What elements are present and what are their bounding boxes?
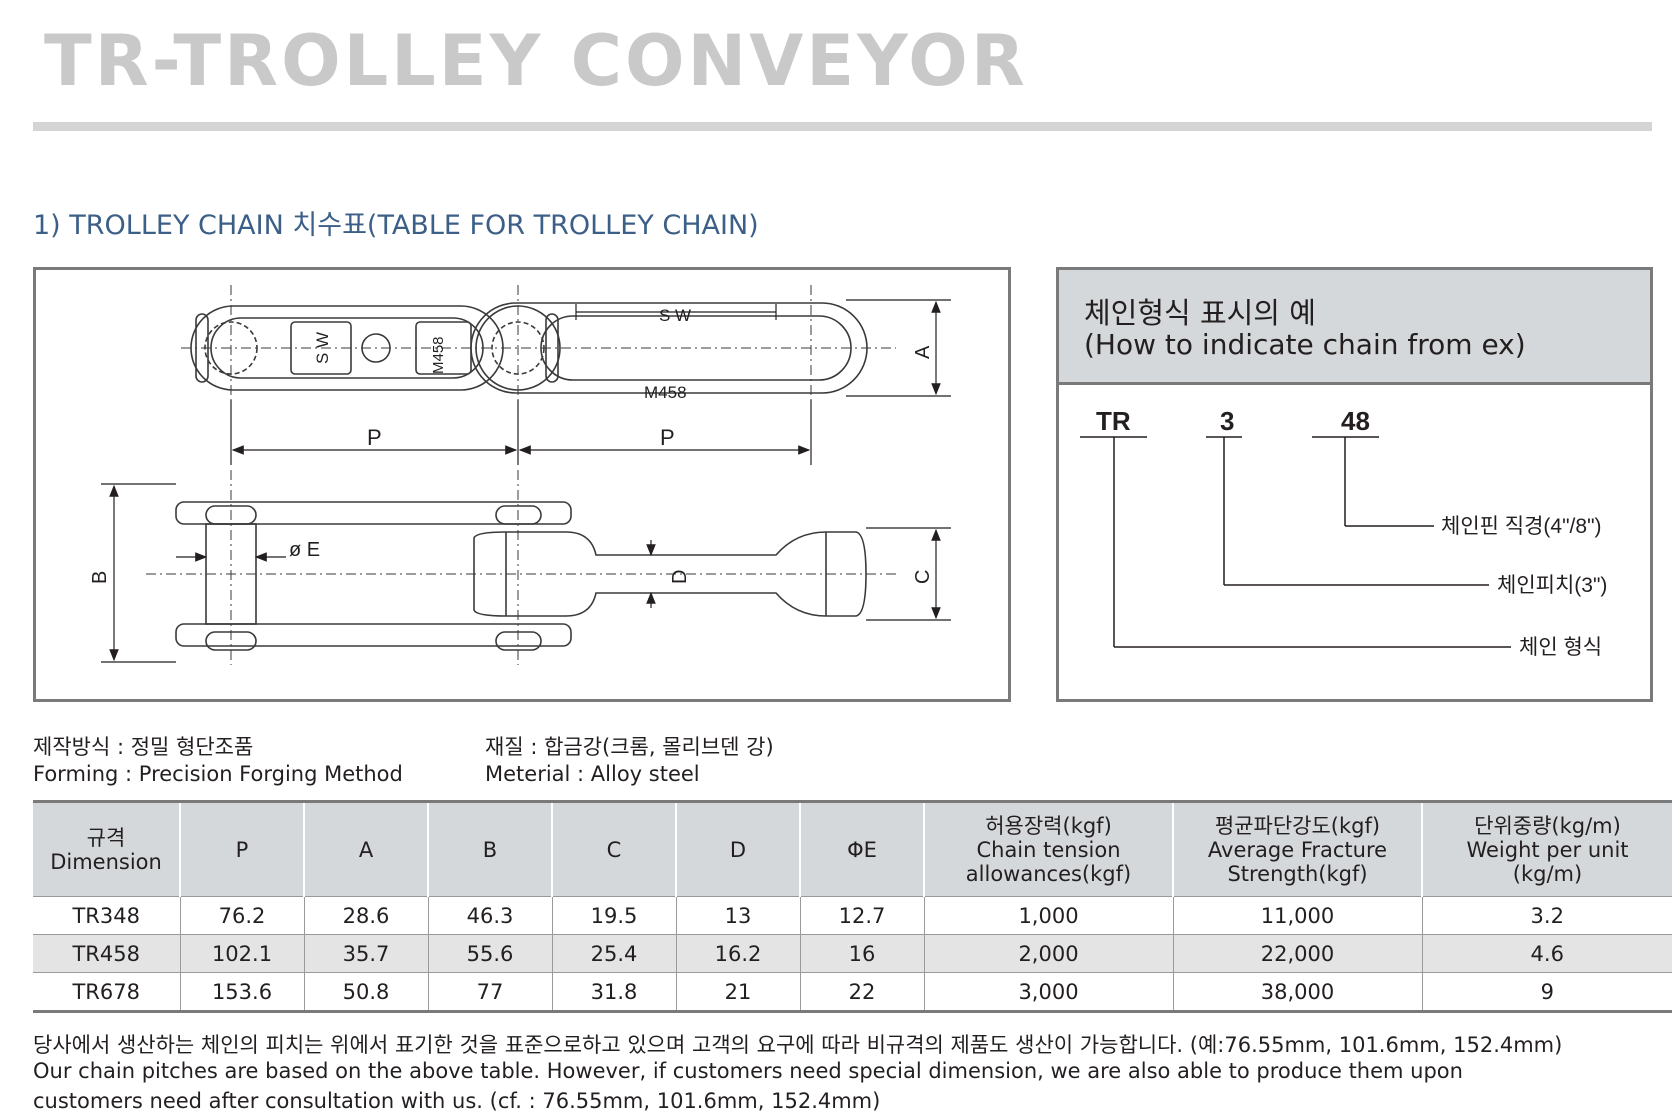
- column-header: A: [303, 801, 428, 897]
- note-line-ko: 당사에서 생산하는 체인의 피치는 위에서 표기한 것을 표준으로하고 있으며 …: [33, 1033, 1563, 1057]
- table-cell: 3,000: [923, 972, 1173, 1012]
- column-header: 단위중량(kg/m)Weight per unit(kg/m): [1421, 801, 1672, 897]
- column-header-line: 규격: [86, 825, 126, 850]
- column-header-line: D: [729, 837, 747, 862]
- table-cell: 19.5: [551, 896, 676, 935]
- column-header-line: ΦE: [847, 837, 877, 862]
- column-header-line: Dimension: [50, 849, 162, 874]
- column-header-line: Weight per unit: [1466, 837, 1629, 862]
- label-p1: P: [367, 425, 382, 450]
- note-line-en-2: customers need after consultation with u…: [33, 1089, 881, 1113]
- note-line-en-1: Our chain pitches are based on the above…: [33, 1059, 1463, 1083]
- chain-drawing: S W M458 S W M458 A P P B ø E D C: [89, 285, 951, 665]
- table-cell: 46.3: [427, 896, 552, 935]
- desc-type: 체인 형식: [1519, 636, 1602, 659]
- table-cell: 1,000: [923, 896, 1173, 935]
- table-cell: 25.4: [551, 934, 676, 973]
- column-header: C: [551, 801, 676, 897]
- label-d: D: [669, 570, 691, 584]
- title-divider: [33, 122, 1652, 131]
- column-header: ΦE: [799, 801, 924, 897]
- column-header-line: Average Fracture: [1207, 837, 1388, 862]
- column-header-line: (kg/m): [1512, 861, 1583, 886]
- label-sw-left: S W: [313, 332, 332, 364]
- table-cell: 22,000: [1172, 934, 1422, 973]
- table-cell: 77: [427, 972, 552, 1012]
- table-cell-dimension: TR678: [72, 979, 140, 1004]
- material-ko: 재질 : 합금강(크롬, 몰리브덴 강): [485, 735, 774, 759]
- column-header-line: A: [358, 837, 374, 862]
- column-header-line: allowances(kgf): [965, 861, 1132, 886]
- example-title-ko: 체인형식 표시의 예: [1084, 296, 1316, 330]
- label-e: ø E: [289, 539, 320, 561]
- code-3: 3: [1220, 406, 1234, 436]
- table-cell: 55.6: [427, 934, 552, 973]
- table-cell: 2,000: [923, 934, 1173, 973]
- label-a: A: [912, 345, 934, 359]
- side-bottom-plate: [175, 623, 572, 647]
- table-cell: 12.7: [799, 896, 924, 935]
- code-48: 48: [1341, 406, 1370, 436]
- column-header-line: 허용장력(kgf): [985, 813, 1112, 838]
- column-header-line: Chain tension: [976, 837, 1121, 862]
- column-header-line: B: [482, 837, 498, 862]
- material-en: Meterial : Alloy steel: [485, 762, 700, 786]
- chain-code-example-panel: 체인형식 표시의 예 (How to indicate chain from e…: [1056, 267, 1653, 702]
- table-cell: 38,000: [1172, 972, 1422, 1012]
- label-b: B: [89, 571, 111, 584]
- table-cell: 102.1: [179, 934, 304, 973]
- label-p2: P: [660, 425, 675, 450]
- side-top-plate: [175, 501, 572, 525]
- forming-ko: 제작방식 : 정밀 형단조품: [33, 735, 254, 759]
- desc-pitch: 체인피치(3"): [1497, 574, 1607, 597]
- table-cell: 9: [1421, 972, 1672, 1012]
- column-header: B: [427, 801, 552, 897]
- label-sw-top: S W: [659, 306, 691, 325]
- label-c: C: [912, 570, 934, 584]
- page-title: TR-TROLLEY CONVEYOR: [44, 20, 1028, 102]
- table-cell: 35.7: [303, 934, 428, 973]
- example-header: 체인형식 표시의 예 (How to indicate chain from e…: [1059, 270, 1650, 385]
- table-cell: 50.8: [303, 972, 428, 1012]
- label-m458-left: M458: [430, 336, 447, 374]
- table-cell: 31.8: [551, 972, 676, 1012]
- table-cell: 11,000: [1172, 896, 1422, 935]
- column-header-line: C: [606, 837, 622, 862]
- section-title: 1) TROLLEY CHAIN 치수표(TABLE FOR TROLLEY C…: [33, 210, 759, 241]
- table-cell-dimension: TR458: [72, 941, 140, 966]
- side-link-body: [473, 531, 867, 617]
- column-header: P: [179, 801, 304, 897]
- chain-drawing-panel: S W M458 S W M458 A P P B ø E D C: [33, 267, 1011, 702]
- table-cell: 21: [675, 972, 800, 1012]
- table-cell: 16: [799, 934, 924, 973]
- table-cell: 153.6: [179, 972, 304, 1012]
- table-cell-dimension: TR348: [72, 903, 140, 928]
- chain-code-diagram: TR 3 48 체인핀 직경(4"/8") 체인피치(3") 체인 형식: [1080, 406, 1607, 659]
- table-cell: 3.2: [1421, 896, 1672, 935]
- table-cell: 13: [675, 896, 800, 935]
- table-cell: 28.6: [303, 896, 428, 935]
- column-header-line: 단위중량(kg/m): [1474, 813, 1621, 838]
- column-header-line: 평균파단강도(kgf): [1214, 813, 1381, 838]
- table-cell: 4.6: [1421, 934, 1672, 973]
- table-cell: 76.2: [179, 896, 304, 935]
- forming-en: Forming : Precision Forging Method: [33, 762, 403, 786]
- label-m458-bottom: M458: [644, 383, 687, 402]
- table-cell: 16.2: [675, 934, 800, 973]
- column-header-line: Strength(kgf): [1227, 861, 1368, 886]
- code-tr: TR: [1096, 406, 1131, 436]
- column-header: D: [675, 801, 800, 897]
- example-title-en: (How to indicate chain from ex): [1084, 328, 1526, 361]
- table-cell: 22: [799, 972, 924, 1012]
- desc-pin-diameter: 체인핀 직경(4"/8"): [1441, 515, 1602, 538]
- column-header-line: P: [235, 837, 249, 862]
